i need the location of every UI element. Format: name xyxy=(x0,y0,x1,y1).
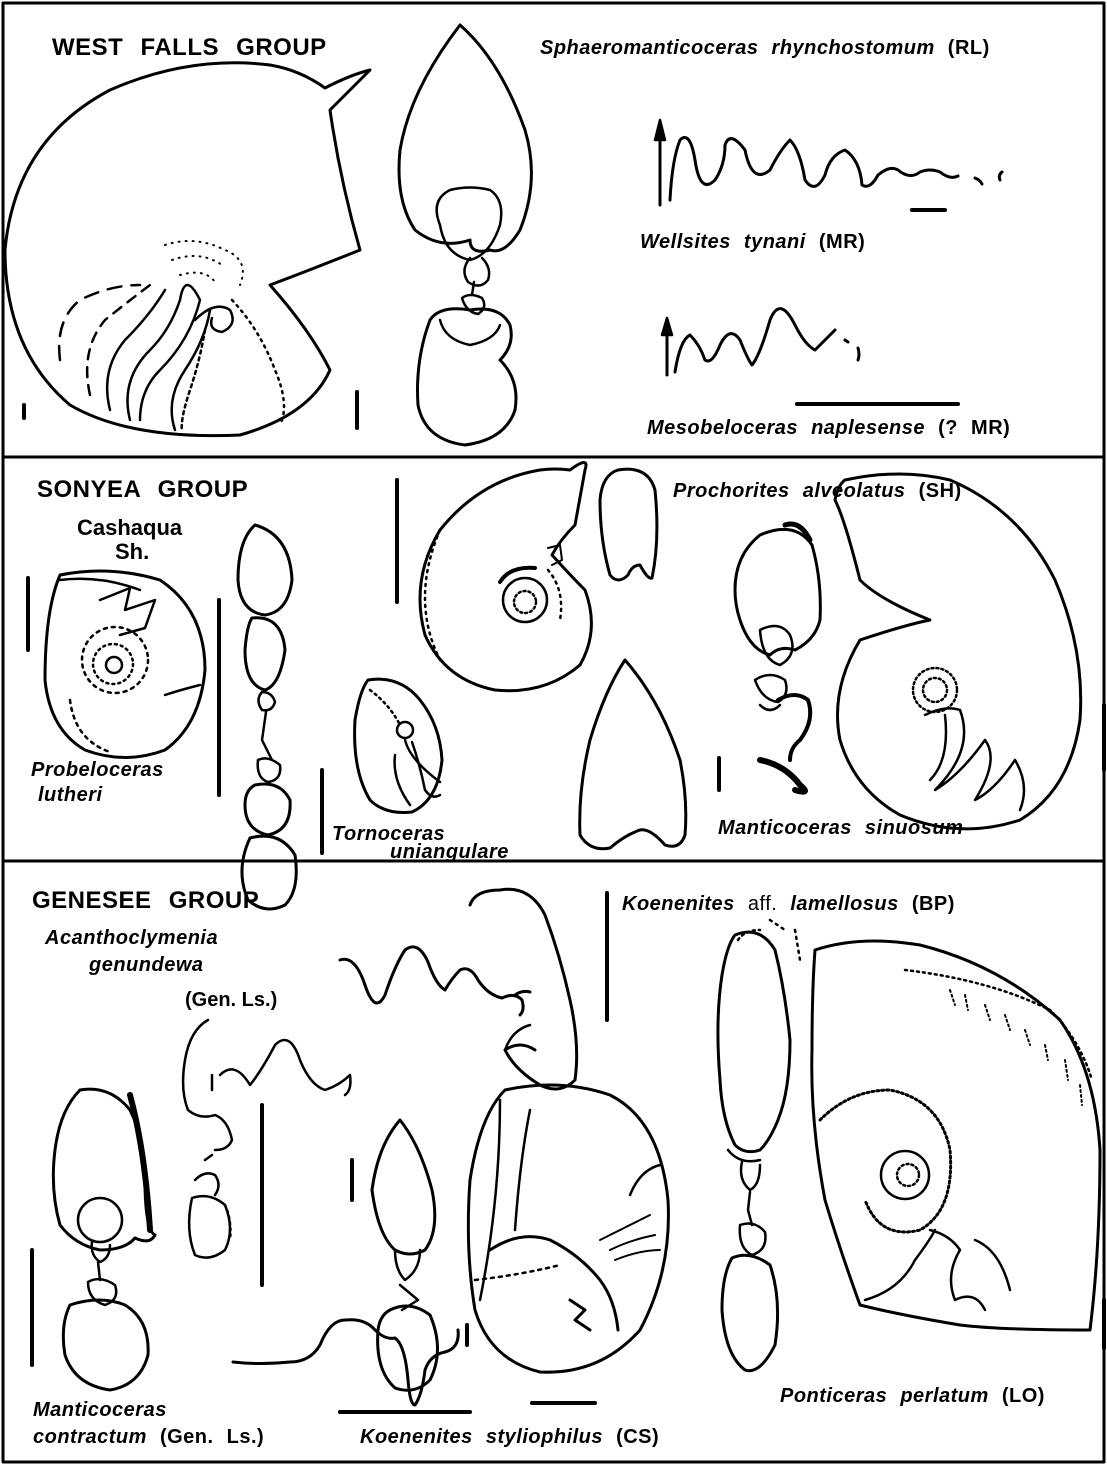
wellsites-suture-line xyxy=(655,120,1002,210)
mesobeloceras-genus: Mesobeloceras xyxy=(647,417,798,439)
prochorites-code: (SH) xyxy=(919,480,962,502)
mesobeloceras-code: (? MR) xyxy=(938,417,1010,439)
genesee-group-title: GENESEE GROUP xyxy=(32,889,259,913)
ponticeras-label: Ponticeras perlatum (LO) xyxy=(780,1386,1045,1406)
wellsites-epithet: tynani xyxy=(744,231,806,253)
koenenites-lamellosus-genus: Koenenites xyxy=(622,893,735,915)
koenenites-styliophilus-genus: Koenenites xyxy=(360,1426,473,1448)
sphaeromanticoceras-epithet: rhynchostomum xyxy=(772,37,935,59)
koenenites-styliophilus-code: (CS) xyxy=(616,1426,659,1448)
koenenites-lamellosus-label: Koenenites aff. lamellosus (BP) xyxy=(622,894,955,914)
sonyea-group-title: SONYEA GROUP xyxy=(37,478,248,502)
manticoceras-sinuosum-epithet: sinuosum xyxy=(865,817,963,839)
prochorites-epithet: alveolatus xyxy=(803,480,906,502)
manticoceras-contractum-views xyxy=(32,1089,155,1390)
sphaeromanticoceras-lateral-view xyxy=(5,63,370,436)
koenenites-lamellosus-epithet: lamellosus xyxy=(790,893,898,915)
koenenites-styliophilus-epithet: styliophilus xyxy=(486,1426,603,1448)
probeloceras-genus: Probeloceras xyxy=(31,760,164,780)
acanthoclymenia-small-views xyxy=(183,1020,350,1285)
tornoceras-epithet: uniangulare xyxy=(390,842,509,862)
koenenites-lamellosus-code: (BP) xyxy=(912,893,955,915)
koenenites-lamellosus-ventral-view xyxy=(718,920,800,1371)
prochorites-genus: Prochorites xyxy=(673,480,790,502)
wellsites-genus: Wellsites xyxy=(640,231,731,253)
manticoceras-contractum-genus: Manticoceras xyxy=(33,1400,167,1420)
sphaeromanticoceras-genus: Sphaeromanticoceras xyxy=(540,37,758,59)
sphaeromanticoceras-ventral-view xyxy=(357,25,531,445)
ponticeras-genus: Ponticeras xyxy=(780,1385,887,1407)
mesobeloceras-suture-line xyxy=(662,309,958,404)
ponticeras-lateral-view xyxy=(812,941,1104,1348)
manticoceras-sinuosum-label: Manticoceras sinuosum xyxy=(718,818,963,838)
sphaeromanticoceras-label: Sphaeromanticoceras rhynchostomum (RL) xyxy=(540,38,990,58)
west-falls-group-title: WEST FALLS GROUP xyxy=(52,36,327,60)
mesobeloceras-epithet: naplesense xyxy=(811,417,925,439)
sphaeromanticoceras-code: (RL) xyxy=(948,37,990,59)
acanthoclymenia-epithet: genundewa xyxy=(89,955,204,975)
koenenites-styliophilus-label: Koenenites styliophilus (CS) xyxy=(360,1427,659,1447)
cashaqua-unit-line1: Cashaqua xyxy=(77,517,182,539)
wellsites-code: (MR) xyxy=(819,231,865,253)
prochorites-lateral-view xyxy=(397,463,591,691)
koenenites-lamellosus-aff: aff. xyxy=(748,893,777,915)
ponticeras-code: (LO) xyxy=(1002,1385,1045,1407)
manticoceras-sinuosum-lateral-view xyxy=(835,474,1104,829)
prochorites-label: Prochorites alveolatus (SH) xyxy=(673,481,962,501)
manticoceras-contractum-line2: contractum (Gen. Ls.) xyxy=(33,1427,264,1447)
tornoceras-apertural-view xyxy=(580,660,686,849)
wellsites-label: Wellsites tynani (MR) xyxy=(640,232,865,252)
mesobeloceras-label: Mesobeloceras naplesense (? MR) xyxy=(647,418,1010,438)
acanthoclymenia-suture-line xyxy=(340,889,607,1089)
probeloceras-ventral-view xyxy=(219,525,296,909)
manticoceras-sinuosum-genus: Manticoceras xyxy=(718,817,852,839)
manticoceras-contractum-unit: (Gen. Ls.) xyxy=(160,1426,264,1448)
ponticeras-epithet: perlatum xyxy=(900,1385,988,1407)
acanthoclymenia-unit: (Gen. Ls.) xyxy=(185,990,277,1010)
probeloceras-epithet: lutheri xyxy=(38,785,103,805)
acanthoclymenia-genus: Acanthoclymenia xyxy=(45,928,218,948)
probeloceras-lateral-view xyxy=(28,571,205,758)
prochorites-apertural-view xyxy=(600,469,657,580)
koenenites-styliophilus-ventral-view xyxy=(352,1120,438,1390)
manticoceras-sinuosum-ventral-view xyxy=(719,524,820,792)
cashaqua-unit-line2: Sh. xyxy=(115,541,149,563)
koenenites-lateral-view xyxy=(468,1085,668,1403)
manticoceras-contractum-epithet: contractum xyxy=(33,1426,147,1448)
